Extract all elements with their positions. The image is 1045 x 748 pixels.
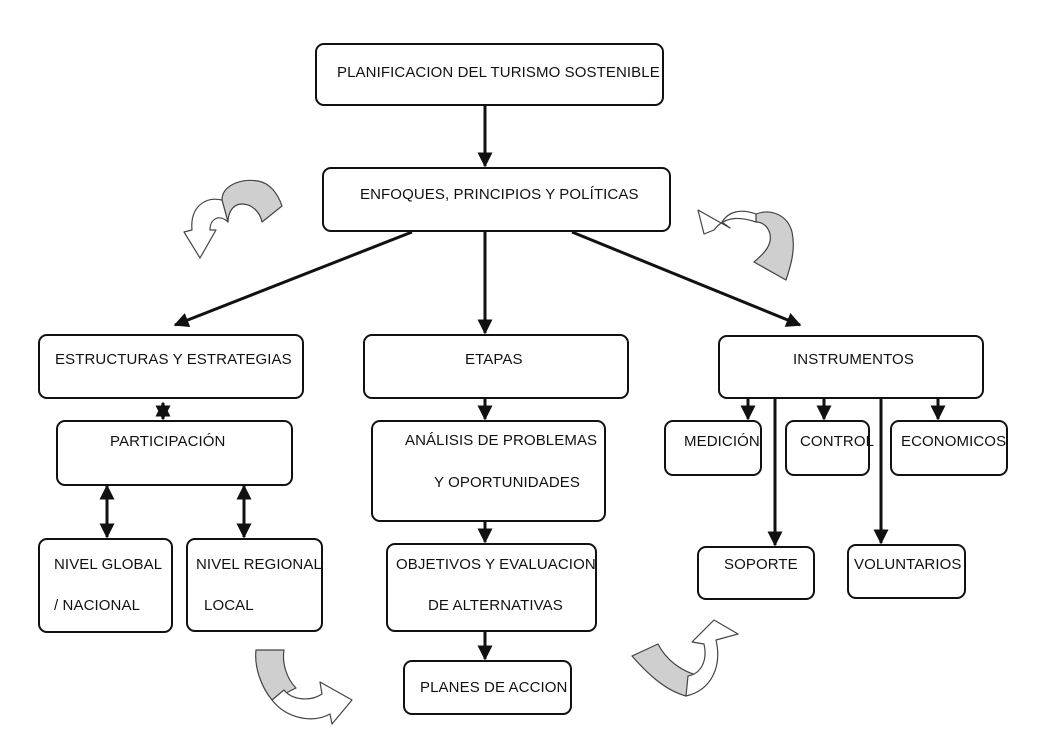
control-label: CONTROL <box>800 433 875 450</box>
objetivos-node <box>386 543 597 632</box>
analisis-line2: Y OPORTUNIDADES <box>434 474 580 491</box>
enfoques-label: ENFOQUES, PRINCIPIOS Y POLÍTICAS <box>360 186 639 203</box>
instrumentos-node <box>718 335 984 399</box>
voluntarios-node <box>847 544 966 599</box>
nivel-global-line1: NIVEL GLOBAL <box>54 556 163 573</box>
economicos-label: ECONOMICOS <box>901 433 1007 450</box>
enfoques-node <box>322 167 671 232</box>
nivel-global-node <box>38 538 173 633</box>
curved-arrow-icon-top-right <box>697 209 794 281</box>
curved-arrow-icon-bottom-right <box>631 619 739 697</box>
nivel-regional-line2: LOCAL <box>204 597 254 614</box>
root-node <box>315 43 664 106</box>
medicion-node <box>664 420 762 476</box>
analisis-node <box>371 420 606 522</box>
soporte-label: SOPORTE <box>724 556 798 573</box>
estructuras-label: ESTRUCTURAS Y ESTRATEGIAS <box>55 351 292 368</box>
curved-arrow-icon-top-left <box>183 179 283 259</box>
medicion-label: MEDICIÓN <box>684 433 760 450</box>
participacion-label: PARTICIPACIÓN <box>110 433 226 450</box>
arrow-enfoques-to-instrumentos <box>571 230 802 327</box>
instrumentos-label: INSTRUMENTOS <box>793 351 914 368</box>
economicos-node <box>890 420 1008 476</box>
etapas-label: ETAPAS <box>465 351 523 368</box>
planes-node <box>403 660 572 715</box>
objetivos-line1: OBJETIVOS Y EVALUACION <box>396 556 596 573</box>
planes-label: PLANES DE ACCION <box>420 679 568 696</box>
root-label: PLANIFICACION DEL TURISMO SOSTENIBLE <box>337 64 660 81</box>
objetivos-line2: DE ALTERNATIVAS <box>428 597 563 614</box>
nivel-global-line2: / NACIONAL <box>54 597 141 614</box>
arrow-enfoques-to-estructuras <box>173 230 413 328</box>
participacion-node <box>56 420 293 486</box>
analisis-line1: ANÁLISIS DE PROBLEMAS <box>405 432 598 449</box>
curved-arrow-icon-bottom-left <box>255 649 353 725</box>
voluntarios-label: VOLUNTARIOS <box>854 556 962 573</box>
control-node <box>785 420 870 476</box>
soporte-node <box>697 546 815 600</box>
estructuras-node <box>38 334 304 399</box>
nivel-regional-line1: NIVEL REGIONAL <box>196 556 322 573</box>
nivel-regional-node <box>186 538 323 632</box>
etapas-node <box>363 334 629 399</box>
